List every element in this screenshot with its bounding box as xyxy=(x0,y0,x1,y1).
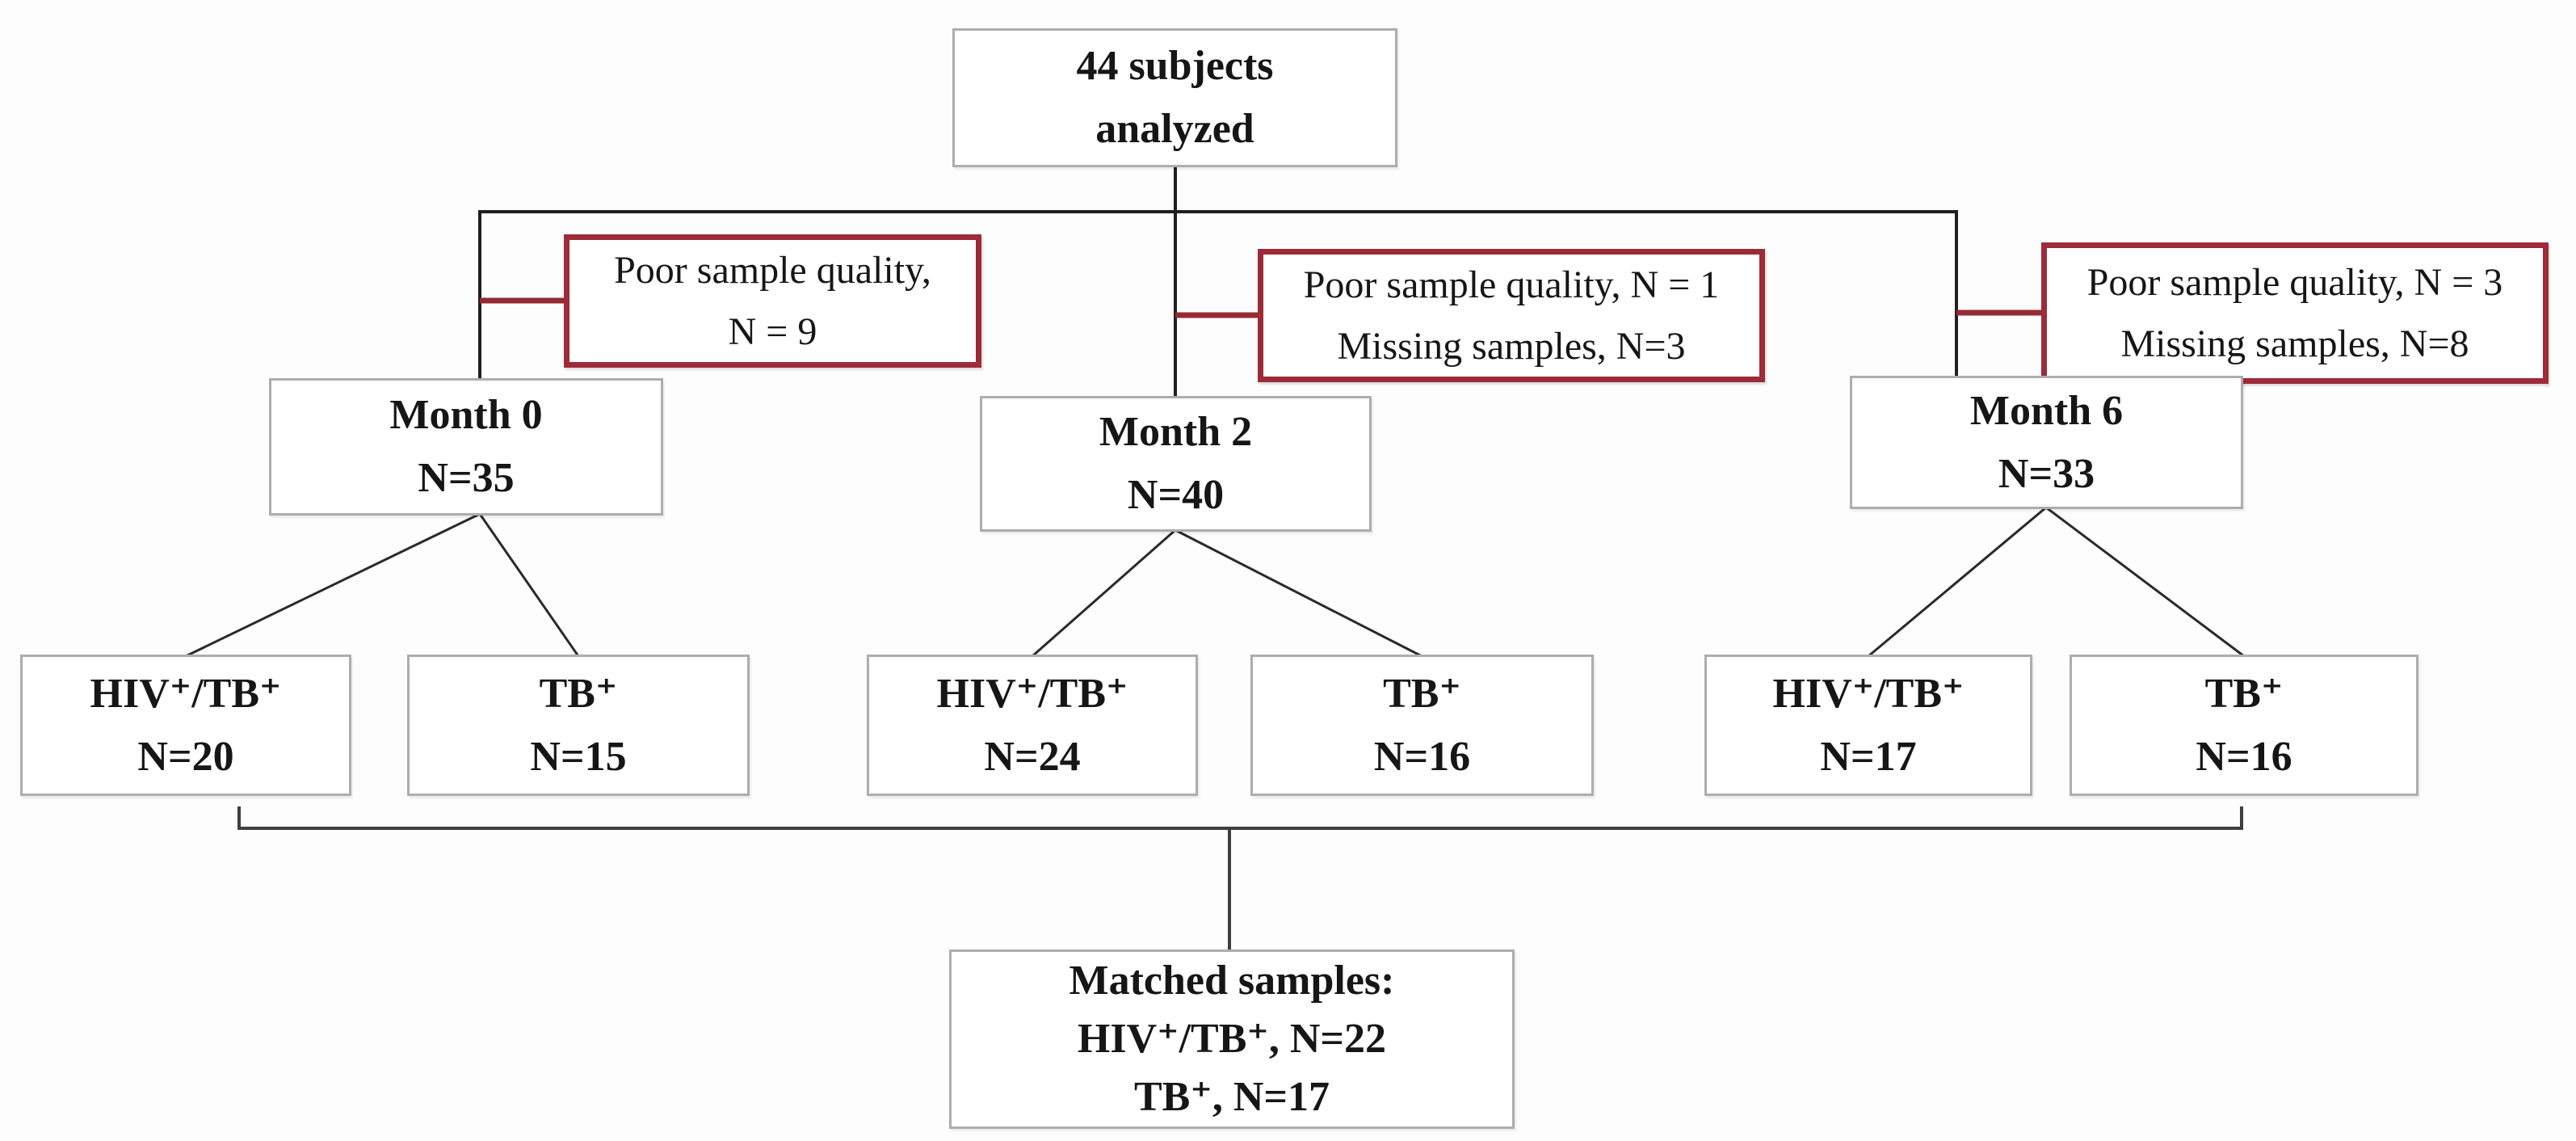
connector-month2-hivtb xyxy=(1032,528,1176,658)
node-count-line: N=16 xyxy=(1373,733,1471,780)
exclusion-box-month0: Poor sample quality, N = 9 xyxy=(564,234,981,368)
exclusion-label-line: Poor sample quality, N = 3 xyxy=(2086,260,2503,304)
group-fan-connectors xyxy=(185,506,2245,658)
node-month0-hiv-tb: HIV⁺/TB⁺ N=20 xyxy=(20,655,351,796)
node-label-line: analyzed xyxy=(1095,106,1254,152)
node-label-line: TB⁺ xyxy=(2204,670,2284,717)
connector-month0-tb xyxy=(478,513,580,657)
node-month6-tb: TB⁺ N=16 xyxy=(2070,655,2418,796)
node-count-line: HIV⁺/TB⁺, N=22 xyxy=(1077,1016,1387,1062)
exclusion-box-month2: Poor sample quality, N = 1 Missing sampl… xyxy=(1258,249,1765,382)
node-label-line: HIV⁺/TB⁺ xyxy=(1772,670,1965,717)
node-count-line: N=17 xyxy=(1820,733,1917,780)
node-label-line: HIV⁺/TB⁺ xyxy=(90,670,282,717)
node-label-line: Month 0 xyxy=(389,392,543,438)
exclusion-connectors xyxy=(480,297,2043,318)
node-month-2: Month 2 N=40 xyxy=(980,396,1372,532)
node-month0-tb: TB⁺ N=15 xyxy=(407,655,750,796)
node-count-line: N=35 xyxy=(418,455,515,501)
node-month6-hiv-tb: HIV⁺/TB⁺ N=17 xyxy=(1704,655,2032,796)
connector-month6-tb xyxy=(2045,506,2245,658)
node-count-line: TB⁺, N=17 xyxy=(1134,1074,1330,1120)
exclusion-label-line: Missing samples, N=3 xyxy=(1337,324,1686,368)
node-count-line: N=40 xyxy=(1127,472,1225,518)
node-matched-samples: Matched samples: HIV⁺/TB⁺, N=22 TB⁺, N=1… xyxy=(949,949,1515,1129)
node-label-line: TB⁺ xyxy=(539,670,618,717)
connector-month2-tb xyxy=(1175,528,1422,658)
node-subjects-analyzed: 44 subjects analyzed xyxy=(952,28,1397,167)
connector-month6-hivtb xyxy=(1868,506,2047,658)
node-count-line: N=20 xyxy=(137,733,234,780)
node-count-line: N=33 xyxy=(1998,450,2095,497)
node-count-line: N=24 xyxy=(984,733,1081,780)
connector-month0-hivtb xyxy=(185,512,481,658)
node-month-6: Month 6 N=33 xyxy=(1850,376,2243,509)
node-label-line: Month 2 xyxy=(1099,409,1253,455)
node-label-line: TB⁺ xyxy=(1383,670,1461,717)
exclusion-label-line: Poor sample quality, N = 1 xyxy=(1303,263,1720,306)
node-month2-tb: TB⁺ N=16 xyxy=(1250,655,1594,796)
exclusion-label-line: Missing samples, N=8 xyxy=(2120,322,2469,365)
node-label-line: Month 6 xyxy=(1969,387,2124,434)
node-label-line: 44 subjects xyxy=(1076,43,1274,89)
exclusion-label-line: N = 9 xyxy=(728,309,817,353)
exclusion-box-month6: Poor sample quality, N = 3 Missing sampl… xyxy=(2041,242,2549,384)
tree-connectors xyxy=(478,166,1958,398)
matched-bracket xyxy=(237,806,2243,951)
node-count-line: N=16 xyxy=(2196,733,2292,780)
exclusion-label-line: Poor sample quality, xyxy=(614,248,931,292)
node-count-line: N=15 xyxy=(530,733,627,780)
node-label-line: Matched samples: xyxy=(1069,958,1395,1004)
node-month2-hiv-tb: HIV⁺/TB⁺ N=24 xyxy=(867,655,1198,796)
node-label-line: HIV⁺/TB⁺ xyxy=(936,670,1128,717)
node-month-0: Month 0 N=35 xyxy=(269,378,663,516)
